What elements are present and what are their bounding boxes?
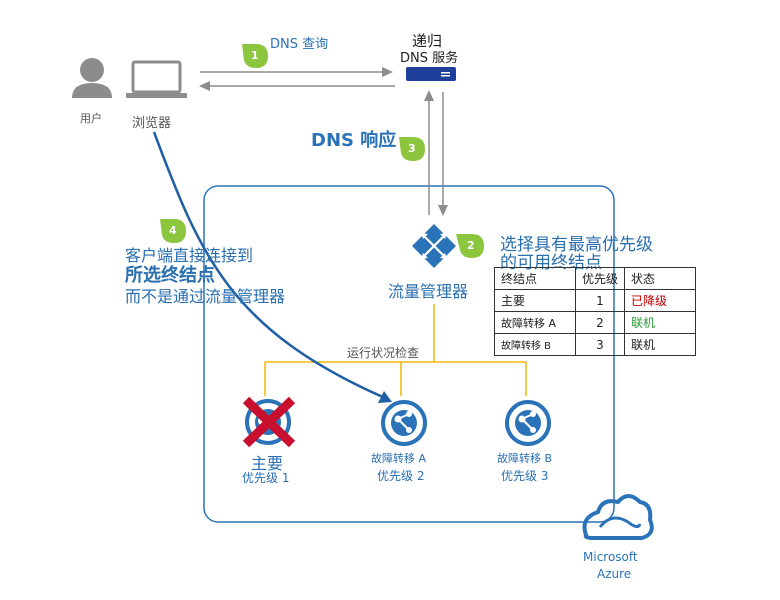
recursive-dns-label-2: DNS 服务 <box>400 51 459 66</box>
traffic-manager-label: 流量管理器 <box>388 282 469 301</box>
client-note-line-3: 而不是通过流量管理器 <box>125 287 286 306</box>
step-badge-3 <box>399 137 425 161</box>
table-row: 故障转移 B 3 联机 <box>494 333 696 356</box>
select-note-line-1: 选择具有最高优先级 <box>500 235 653 255</box>
user-label: 用户 <box>80 112 102 125</box>
table-cell-priority: 1 <box>575 289 625 312</box>
table-cell-status: 联机 <box>624 311 696 334</box>
table-header-cell: 优先级 <box>575 267 625 290</box>
table-row: 故障转移 A 2 联机 <box>494 311 696 334</box>
endpoint-primary-priority: 优先级 1 <box>242 471 290 485</box>
table-cell-priority: 3 <box>575 333 625 356</box>
table-row: 主要 1 已降级 <box>494 289 696 312</box>
priority-table: 终结点 优先级 状态 主要 1 已降级 故障转移 A 2 联机 故障转移 B 3… <box>494 267 696 356</box>
table-cell-status: 已降级 <box>624 289 696 312</box>
client-note-line-2: 所选终结点 <box>125 265 215 286</box>
tm-response-arrow <box>424 90 434 215</box>
laptop-icon <box>126 60 187 98</box>
traffic-manager-icon <box>412 224 456 268</box>
step-1-number: 1 <box>251 49 259 62</box>
dns-query-label: DNS 查询 <box>270 37 329 52</box>
browser-label: 浏览器 <box>132 116 172 131</box>
step-badge-4 <box>160 219 186 243</box>
table-cell-status: 联机 <box>624 333 696 356</box>
dns-response-label: DNS 响应 <box>311 130 397 151</box>
globe-icon-failover-b <box>505 400 551 446</box>
table-cell-endpoint: 主要 <box>494 289 576 312</box>
step-4-number: 4 <box>169 224 177 237</box>
dns-server-icon <box>406 67 456 81</box>
dns-response-arrow <box>199 81 395 91</box>
endpoint-failover-a-priority: 优先级 2 <box>377 469 425 483</box>
azure-cloud-icon <box>582 494 654 540</box>
table-header-cell: 终结点 <box>494 267 576 290</box>
client-note-line-1: 客户端直接连接到 <box>125 246 254 265</box>
endpoint-failover-b-name: 故障转移 B <box>497 452 553 465</box>
azure-logo-text-2: Azure <box>597 567 632 581</box>
client-connection-arrowhead <box>378 391 392 403</box>
failed-x-icon <box>242 396 296 448</box>
step-badge-1 <box>242 44 268 68</box>
client-connection-curve <box>152 131 386 400</box>
tm-query-arrow <box>438 92 448 216</box>
globe-icon-failover-a <box>381 400 427 446</box>
endpoint-primary-name: 主要 <box>251 454 284 473</box>
user-icon <box>72 58 112 98</box>
endpoint-failover-b-priority: 优先级 3 <box>501 469 549 483</box>
health-check-lines <box>264 304 527 396</box>
table-cell-endpoint: 故障转移 B <box>494 333 576 356</box>
step-2-number: 2 <box>467 239 475 252</box>
step-3-number: 3 <box>408 142 416 155</box>
table-cell-priority: 2 <box>575 311 625 334</box>
table-cell-endpoint: 故障转移 A <box>494 311 576 334</box>
table-header-cell: 状态 <box>624 267 696 290</box>
dns-query-arrow <box>200 67 393 77</box>
endpoint-failover-a-name: 故障转移 A <box>371 452 427 465</box>
azure-logo-text-1: Microsoft <box>583 550 638 564</box>
health-check-label: 运行状况检查 <box>347 346 420 360</box>
table-header-row: 终结点 优先级 状态 <box>494 267 696 290</box>
step-badge-2 <box>456 234 484 258</box>
recursive-dns-label-1: 递归 <box>412 32 443 50</box>
